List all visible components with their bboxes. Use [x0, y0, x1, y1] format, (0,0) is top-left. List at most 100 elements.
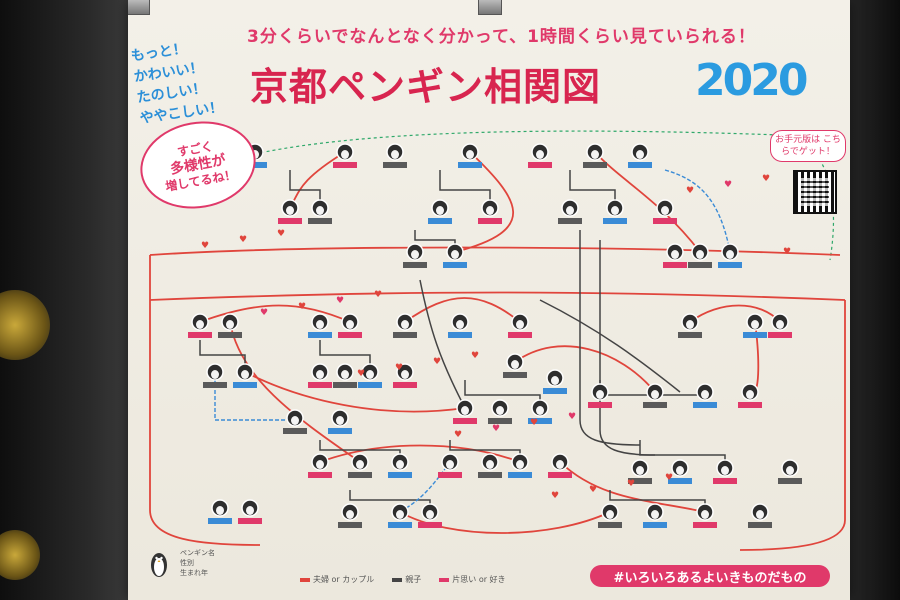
penguin-portrait-51: [508, 453, 532, 478]
penguin-name-tag: [208, 518, 232, 524]
penguin-name-tag: [393, 332, 417, 338]
penguin-portrait-belly: [401, 370, 409, 379]
heart-icon: ♥: [627, 479, 635, 489]
penguin-name-tag: [438, 472, 462, 478]
penguin-name-tag: [643, 522, 667, 528]
heart-icon: ♥: [201, 241, 209, 251]
penguin-name-tag: [548, 472, 572, 478]
penguin-name-tag: [508, 472, 532, 478]
penguin-portrait-7: [278, 199, 302, 224]
penguin-portrait-53: [628, 459, 652, 484]
penguin-portrait-45: [528, 399, 552, 424]
network-link-dark-1: [439, 170, 491, 208]
penguin-portrait-belly: [346, 510, 354, 519]
penguin-name-tag: [748, 522, 772, 528]
legend-family-swatch: [392, 577, 403, 582]
penguin-name-tag: [743, 332, 767, 338]
penguin-name-tag: [693, 402, 717, 408]
penguin-portrait-54: [668, 459, 692, 484]
penguin-portrait-belly: [436, 206, 444, 215]
penguin-portrait-10: [478, 199, 502, 224]
gold-display-glow-lower: [0, 530, 40, 580]
penguin-name-tag: [458, 162, 482, 168]
penguin-name-tag: [333, 382, 357, 388]
penguin-portrait-belly: [696, 250, 704, 259]
penguin-portrait-47: [348, 453, 372, 478]
penguin-portrait-belly: [336, 416, 344, 425]
network-link-red-7: [244, 371, 466, 413]
line-legend: 夫婦 or カップル 親子 片思い or 好き: [300, 574, 506, 585]
penguin-name-tag: [508, 332, 532, 338]
penguin-portrait-belly: [456, 320, 464, 329]
penguin-name-tag: [308, 218, 332, 224]
penguin-portrait-64: [693, 503, 717, 528]
network-link-dark-0: [289, 170, 321, 208]
penguin-name-tag: [713, 478, 737, 484]
penguin-portrait-belly: [466, 150, 474, 159]
penguin-portrait-belly: [651, 510, 659, 519]
key-legend-2: 性別: [180, 559, 194, 567]
legend-crush-label: 片思い or 好き: [452, 575, 506, 584]
penguin-portrait-belly: [661, 206, 669, 215]
penguin-portrait-belly: [241, 370, 249, 379]
network-link-dark-2: [569, 170, 616, 208]
network-link-red-5: [404, 297, 521, 323]
penguin-portrait-16: [663, 243, 687, 268]
penguin-portrait-41: [283, 409, 307, 434]
penguin-portrait-belly: [411, 250, 419, 259]
legend-couple: 夫婦 or カップル: [300, 574, 374, 585]
penguin-portrait-12: [603, 199, 627, 224]
penguin-portrait-belly: [366, 370, 374, 379]
penguin-portrait-belly: [551, 376, 559, 385]
penguin-name-tag: [418, 522, 442, 528]
penguin-icon: [151, 553, 167, 577]
hashtag-banner: #いろいろあるよいきものだもの: [590, 565, 830, 587]
penguin-portrait-34: [393, 363, 417, 388]
penguin-portrait-42: [328, 409, 352, 434]
penguin-portrait-belly: [671, 250, 679, 259]
heart-icon: ♥: [298, 302, 306, 312]
penguin-portrait-15: [443, 243, 467, 268]
heart-icon: ♥: [530, 418, 538, 428]
heart-icon: ♥: [492, 424, 500, 434]
poster-clip-left: [128, 0, 150, 15]
penguin-portrait-belly: [611, 206, 619, 215]
penguin-portrait-belly: [726, 250, 734, 259]
penguin-portrait-belly: [751, 320, 759, 329]
network-link-red-2: [149, 255, 261, 546]
penguin-portrait-25: [508, 313, 532, 338]
network-link-red-11: [289, 151, 346, 209]
penguin-name-tag: [188, 332, 212, 338]
penguin-portrait-22: [338, 313, 362, 338]
network-link-red-1: [149, 291, 846, 301]
penguin-name-tag: [488, 418, 512, 424]
heart-icon: ♥: [686, 186, 694, 196]
penguin-portrait-belly: [596, 390, 604, 399]
poster-clip-right: [478, 0, 502, 15]
penguin-portrait-belly: [346, 320, 354, 329]
penguin-portrait-belly: [756, 510, 764, 519]
penguin-portrait-belly: [486, 460, 494, 469]
penguin-name-tag: [778, 478, 802, 484]
penguin-portrait-belly: [511, 360, 519, 369]
penguin-portrait-65: [748, 503, 772, 528]
network-link-dark-15: [539, 299, 681, 393]
penguin-portrait-belly: [451, 250, 459, 259]
penguin-portrait-belly: [636, 150, 644, 159]
network-link-red-4: [199, 304, 351, 323]
penguin-portrait-belly: [496, 406, 504, 415]
heart-icon: ♥: [374, 290, 382, 300]
penguin-name-tag: [558, 218, 582, 224]
legend-couple-swatch: [300, 577, 310, 582]
penguin-portrait-21: [308, 313, 332, 338]
penguin-name-tag: [328, 428, 352, 434]
penguin-portrait-31: [308, 363, 332, 388]
legend-couple-label: 夫婦 or カップル: [313, 575, 375, 584]
heart-icon: ♥: [433, 357, 441, 367]
penguin-portrait-belly: [566, 206, 574, 215]
poster-title: 京都ペンギン相関図: [250, 65, 602, 109]
penguin-portrait-38: [643, 383, 667, 408]
penguin-name-tag: [598, 522, 622, 528]
penguin-name-tag: [278, 218, 302, 224]
penguin-portrait-belly: [556, 460, 564, 469]
